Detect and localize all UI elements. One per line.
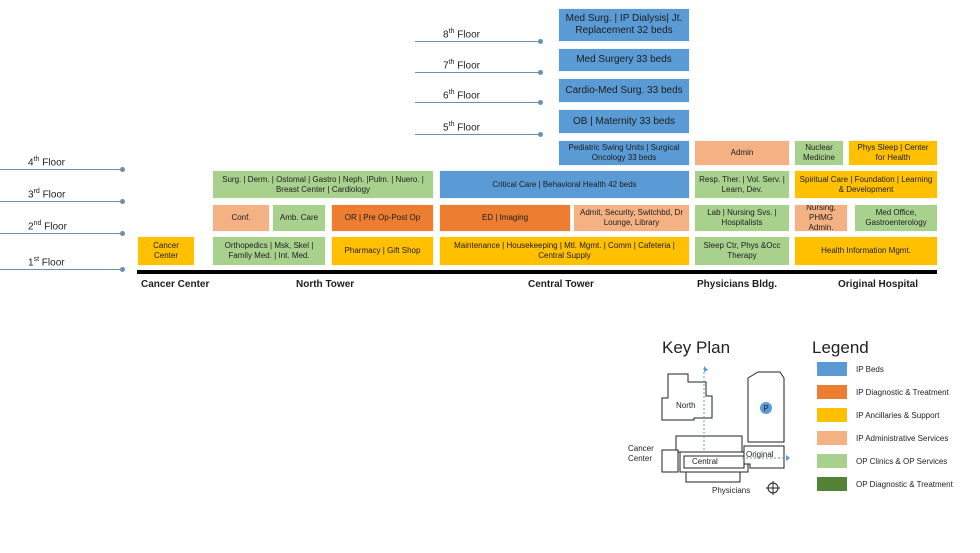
unit-north-3: Surg. | Derm. | Ostomal | Gastro | Neph.…: [212, 170, 434, 199]
unit-central-7: Med Surgery 33 beds: [558, 48, 690, 72]
unit-north-2c: OR | Pre Op-Post Op: [331, 204, 434, 232]
unit-orig-1: Health Information Mgmt.: [794, 236, 938, 266]
unit-central-5: OB | Maternity 33 beds: [558, 109, 690, 134]
building-label-physicians: Physicians Bldg.: [697, 279, 778, 290]
unit-orig-2b: Med Office, Gastroenterology: [854, 204, 938, 232]
ground-line: [137, 270, 937, 274]
keyplan-title: Key Plan: [662, 338, 731, 357]
floor-label-3: 3rd Floor: [28, 188, 66, 201]
floor-label-6: 6th Floor: [443, 89, 480, 102]
floor-line-8: [415, 39, 543, 44]
floor-line-5: [415, 132, 543, 137]
svg-text:North: North: [676, 401, 696, 410]
legend-label-ip-ancillaries: IP Ancillaries & Support: [856, 411, 940, 420]
unit-north-1b: Pharmacy | Gift Shop: [331, 236, 434, 266]
legend-label-op-clinics: OP Clinics & OP Services: [856, 457, 948, 466]
floor-label-8: 8th Floor: [443, 28, 480, 41]
keyplan-original-building: [743, 445, 785, 469]
unit-cancer-1: Cancer Center: [137, 236, 195, 266]
unit-central-2b: Admit, Security, Switchbd, Dr Lounge, Li…: [573, 204, 690, 232]
legend-title: Legend: [812, 338, 869, 357]
legend-label-ip-admin: IP Administrative Services: [856, 434, 949, 443]
unit-orig-2a: Nursing, PHMG Admin.: [794, 204, 848, 232]
unit-central-2a: ED | Imaging: [439, 204, 571, 232]
parking-icon: [760, 402, 772, 414]
unit-orig-3: Spiritual Care | Foundation | Learning &…: [794, 170, 938, 199]
keyplan-physicians-building: [685, 471, 741, 483]
floor-label-4: 4th Floor: [28, 156, 65, 169]
legend-label-ip-diagnostic: IP Diagnostic & Treatment: [856, 388, 949, 397]
legend-swatch-op-clinics: [817, 454, 847, 468]
unit-phys-1: Sleep Ctr, Phys &Occ Therapy: [694, 236, 790, 266]
unit-phys-4: Admin: [694, 140, 790, 166]
floor-line-4: [0, 167, 125, 172]
legend-swatch-ip-admin: [817, 431, 847, 445]
floor-line-1: [0, 267, 125, 272]
svg-text:Central: Central: [692, 457, 718, 466]
legend-label-op-diagnostic: OP Diagnostic & Treatment: [856, 480, 953, 489]
floor-line-7: [415, 70, 543, 75]
legend-swatch-ip-diagnostic: [817, 385, 847, 399]
floor-label-7: 7th Floor: [443, 59, 480, 72]
unit-central-6: Cardio-Med Surg. 33 beds: [558, 78, 690, 103]
legend-swatch-op-diagnostic: [817, 477, 847, 491]
unit-phys-3: Resp. Ther. | Vol. Serv. | Learn, Dev.: [694, 170, 790, 199]
unit-central-8: Med Surg. | IP Dialysis| Jt. Replacement…: [558, 8, 690, 42]
floor-label-2: 2nd Floor: [28, 220, 67, 233]
legend-label-ip-beds: IP Beds: [856, 365, 884, 374]
svg-text:P: P: [763, 404, 768, 413]
unit-north-2b: Amb. Care: [272, 204, 326, 232]
keyplan-cancer-label: Cancer Center: [628, 444, 654, 463]
keyplan-north-building: [661, 373, 713, 421]
unit-central-1: Maintenance | Housekeeping | Mtl. Mgmt. …: [439, 236, 690, 266]
building-label-original: Original Hospital: [838, 279, 919, 290]
keyplan-cancer-building: [661, 449, 679, 473]
floor-line-3: [0, 199, 125, 204]
building-label-north: North Tower: [296, 279, 355, 290]
unit-central-4: Pediatric Swing Units | Surgical Oncolog…: [558, 140, 690, 166]
svg-text:Physicians: Physicians: [712, 486, 750, 495]
unit-north-2a: Conf.: [212, 204, 270, 232]
legend-swatch-ip-beds: [817, 362, 847, 376]
floor-line-6: [415, 100, 543, 105]
keyplan-diagram: P North Central Original Physicians: [661, 366, 790, 495]
unit-orig-4a: Nuclear Medicine: [794, 140, 844, 166]
floor-label-1: 1st Floor: [28, 256, 65, 269]
unit-orig-4b: Phys Sleep | Center for Health: [848, 140, 938, 166]
unit-north-1a: Orthopedics | Msk, Skel | Family Med. | …: [212, 236, 326, 266]
unit-phys-2: Lab | Nursing Svs. | Hospitalists: [694, 204, 790, 232]
legend-swatch-ip-ancillaries: [817, 408, 847, 422]
floor-label-5: 5th Floor: [443, 121, 480, 134]
building-label-central: Central Tower: [528, 279, 594, 290]
keyplan-central-building: [675, 435, 743, 453]
floor-line-2: [0, 231, 125, 236]
unit-central-3: Critical Care | Behavioral Health 42 bed…: [439, 170, 690, 199]
svg-text:Original: Original: [746, 450, 774, 459]
building-label-cancer: Cancer Center: [141, 279, 210, 290]
